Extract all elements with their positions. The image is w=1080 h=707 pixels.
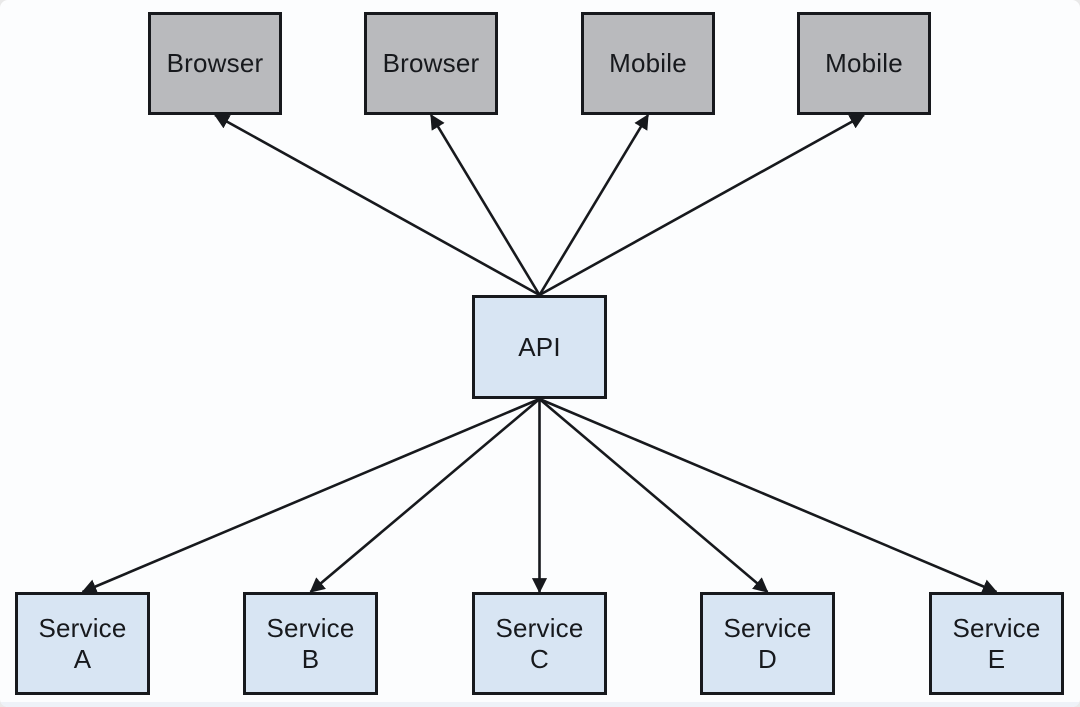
node-browser-1: Browser <box>148 12 282 115</box>
node-label-line: B <box>301 643 320 674</box>
node-browser-2: Browser <box>364 12 498 115</box>
node-label: Mobile <box>609 48 687 78</box>
arrow-api-to-service-b <box>309 398 541 593</box>
node-service-a: Service A <box>15 592 150 695</box>
bottom-edge-strip <box>0 702 1080 707</box>
node-service-e: Service E <box>929 592 1064 695</box>
node-service-b: Service B <box>243 592 378 695</box>
node-label-line: D <box>758 643 777 674</box>
node-label-line: Service <box>723 612 812 643</box>
arrow-api-to-browser-2 <box>429 113 541 296</box>
node-label: Mobile <box>825 48 903 78</box>
node-label: API <box>518 331 561 362</box>
node-label: Browser <box>382 48 480 78</box>
node-label-line: Service <box>952 612 1041 643</box>
arrow-api-to-service-d <box>538 398 769 593</box>
node-label-line: A <box>73 643 92 674</box>
arrow-api-to-browser-1 <box>213 113 541 297</box>
arrow-api-to-mobile-2 <box>538 113 866 297</box>
node-mobile-1: Mobile <box>581 12 715 115</box>
node-api-gateway: API <box>472 295 607 399</box>
node-label-line: Service <box>495 612 584 643</box>
node-label-line: E <box>987 643 1006 674</box>
node-service-d: Service D <box>700 592 835 695</box>
arrow-api-to-service-e <box>538 397 998 594</box>
node-label-line: Service <box>38 612 127 643</box>
node-mobile-2: Mobile <box>797 12 931 115</box>
arrow-api-to-mobile-1 <box>538 113 650 296</box>
node-label-line: C <box>530 643 549 674</box>
node-label-line: Service <box>266 612 355 643</box>
node-label: Browser <box>166 48 264 78</box>
arrow-api-to-service-a <box>81 397 541 594</box>
node-service-c: Service C <box>472 592 607 695</box>
